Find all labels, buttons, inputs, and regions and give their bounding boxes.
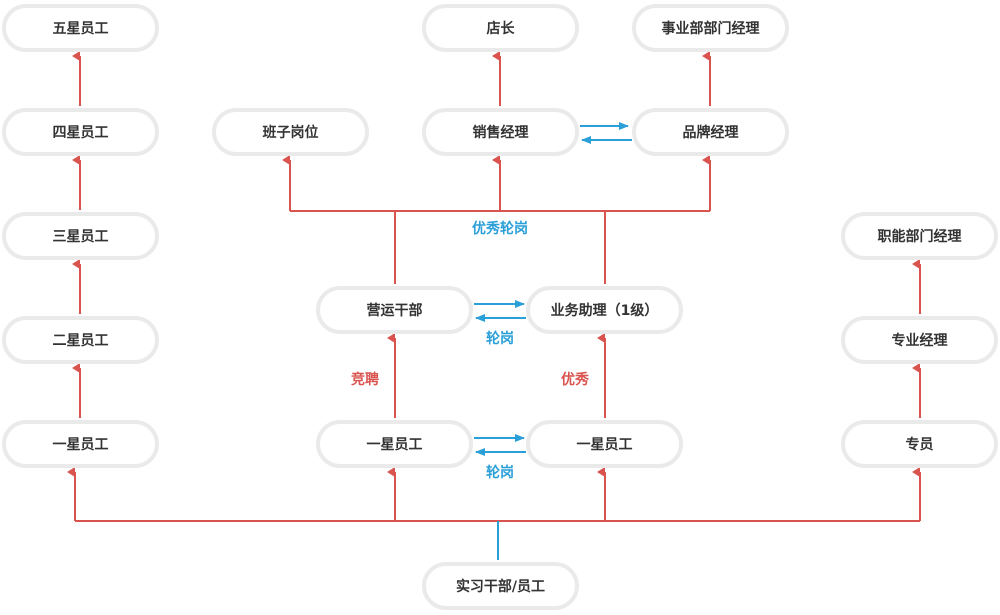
node-sales-manager: 销售经理 [422, 108, 579, 156]
node-specialist: 专员 [841, 420, 998, 468]
node-pro-manager: 专业经理 [841, 316, 998, 364]
node-star2: 二星员工 [2, 316, 159, 364]
node-team-post: 班子岗位 [212, 108, 369, 156]
node-star1-left: 一星员工 [2, 420, 159, 468]
node-intern: 实习干部/员工 [422, 562, 579, 610]
label-excellent: 优秀 [561, 372, 589, 388]
label-rotation-top: 轮岗 [486, 331, 514, 347]
node-brand-manager: 品牌经理 [632, 108, 789, 156]
node-star1-mid: 一星员工 [316, 420, 473, 468]
node-star3: 三星员工 [2, 212, 159, 260]
label-compete: 竞聘 [351, 372, 379, 388]
label-rotation-bottom: 轮岗 [486, 465, 514, 481]
node-ops-cadre: 营运干部 [316, 286, 473, 334]
node-star1-right: 一星员工 [526, 420, 683, 468]
node-bu-manager: 事业部部门经理 [632, 4, 789, 52]
node-star4: 四星员工 [2, 108, 159, 156]
node-star5: 五星员工 [2, 4, 159, 52]
node-store-manager: 店长 [422, 4, 579, 52]
node-func-manager: 职能部门经理 [841, 212, 998, 260]
node-biz-assistant: 业务助理（1级） [526, 286, 683, 334]
label-excellent-rotation: 优秀轮岗 [472, 221, 528, 237]
